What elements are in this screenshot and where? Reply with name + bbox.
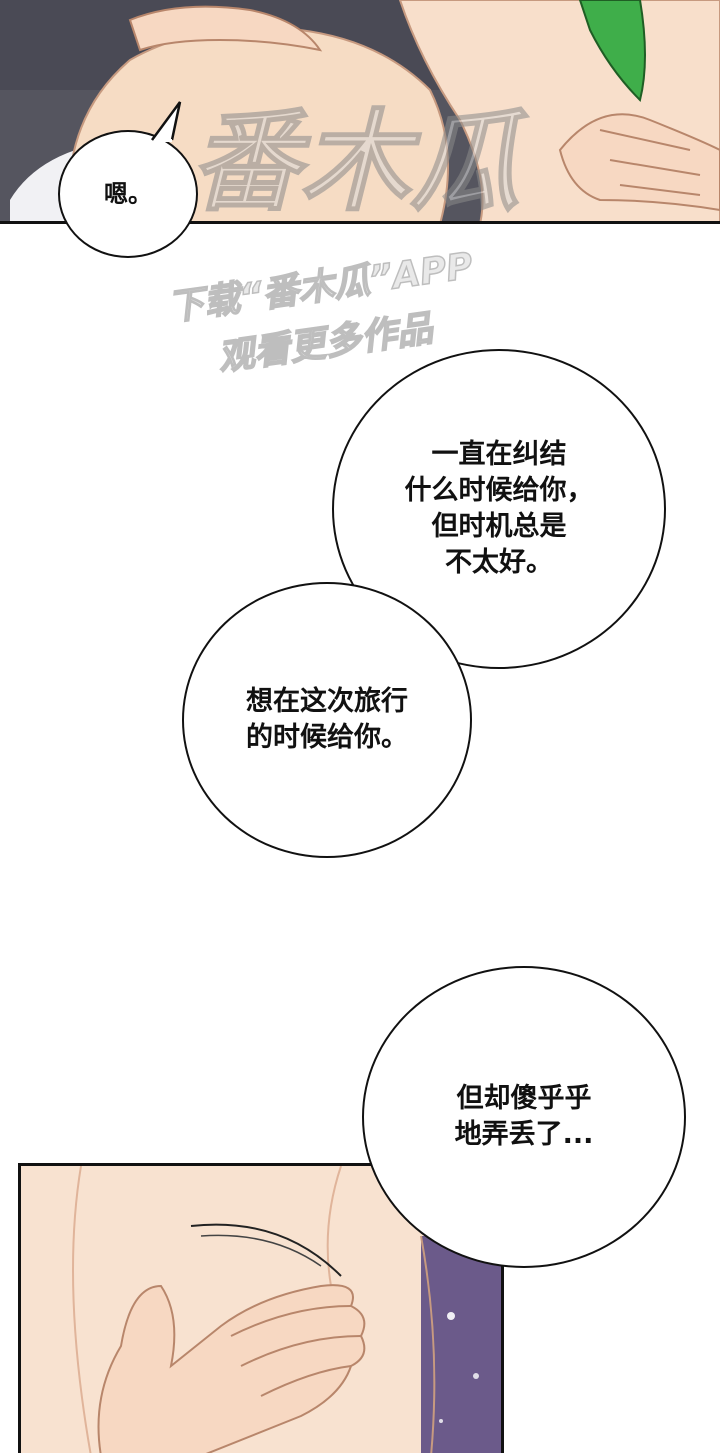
speech-text-4: 但却傻乎乎 地弄丢了... <box>454 1083 594 1150</box>
speech-bubble-4: 但却傻乎乎 地弄丢了... <box>362 966 686 1268</box>
watermark-line2: 观看更多作品 <box>216 308 438 379</box>
speech-text-2: 一直在纠结 什么时候给你， 但时机总是 不太好。 <box>404 439 594 578</box>
speech-bubble-3: 想在这次旅行 的时候给你。 <box>182 582 472 858</box>
speech-bubble-1: 嗯。 <box>58 130 198 258</box>
speech-bubble-1-tail <box>150 101 182 142</box>
watermark-line1: 下载“番木瓜”APP <box>166 246 476 329</box>
speech-text-3: 想在这次旅行 的时候给你。 <box>246 686 408 753</box>
speech-text-1: 嗯。 <box>104 180 152 208</box>
